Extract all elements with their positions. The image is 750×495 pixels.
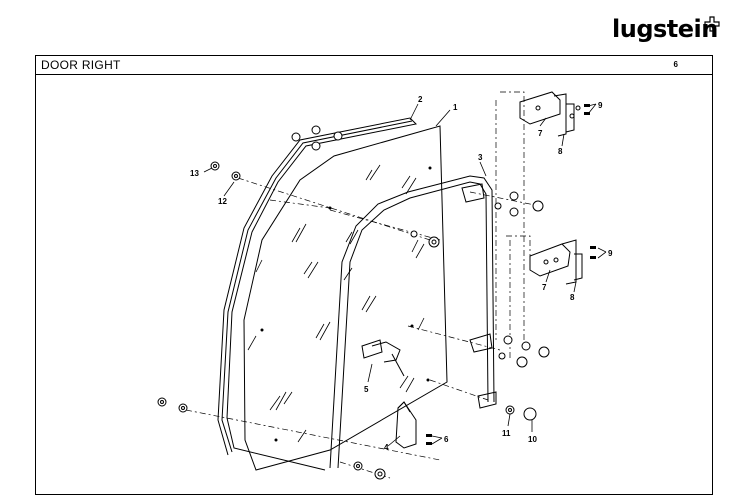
callout-3: 3 xyxy=(478,153,483,162)
brand-name: lugstein xyxy=(612,15,718,43)
callout-8: 8 xyxy=(558,147,563,156)
door-seal xyxy=(217,117,418,471)
brand-logo: lugstein xyxy=(612,14,722,50)
callout-1: 1 xyxy=(453,103,458,112)
callout-2: 2 xyxy=(418,95,423,104)
callout-4: 4 xyxy=(384,443,389,452)
door-frame-tube xyxy=(329,175,495,469)
callout-12: 12 xyxy=(218,197,227,206)
latch-assembly xyxy=(361,339,383,359)
callout-10: 10 xyxy=(528,435,537,444)
callout-7-lower: 7 xyxy=(542,283,547,292)
cross-icon xyxy=(704,16,720,32)
upper-hinge-plate xyxy=(519,91,561,125)
callout-9-lower: 9 xyxy=(608,249,613,258)
title-bar: DOOR RIGHT 6 xyxy=(36,56,712,75)
page-title: DOOR RIGHT xyxy=(41,58,121,72)
callout-6: 6 xyxy=(444,435,449,444)
callout-11: 11 xyxy=(502,429,511,438)
callout-7: 7 xyxy=(538,129,543,138)
callout-9: 9 xyxy=(598,101,603,110)
callout-8-lower: 8 xyxy=(570,293,575,302)
latch-bracket xyxy=(395,401,417,449)
callout-5: 5 xyxy=(364,385,369,394)
glass-pane xyxy=(243,125,448,471)
callout-13: 13 xyxy=(190,169,199,178)
page-number: 6 xyxy=(673,60,678,69)
